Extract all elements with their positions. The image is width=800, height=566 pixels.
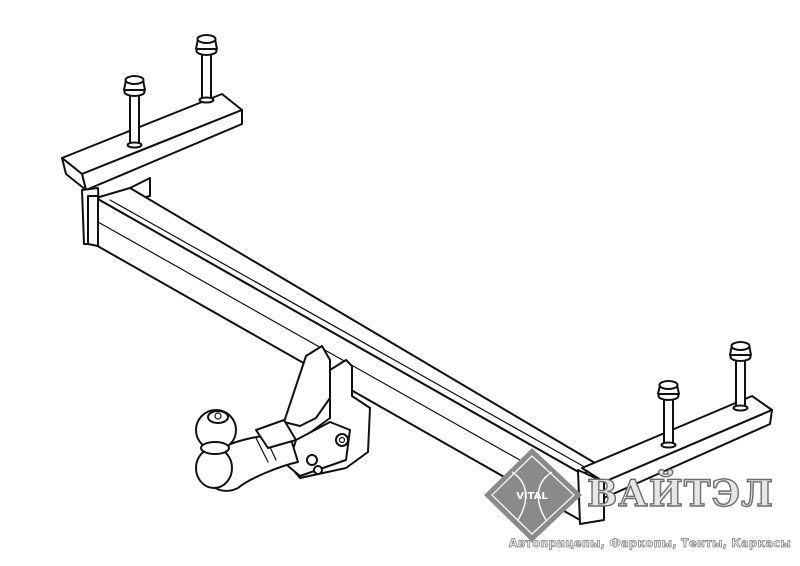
right-bolt-front — [729, 341, 752, 412]
right-bolt-rear — [657, 380, 680, 449]
left-bolt-rear — [123, 75, 146, 149]
brand-name: ВАЙТЭЛ — [586, 472, 775, 515]
hitch-mount-plate — [283, 345, 371, 479]
main-cross-beam — [87, 187, 601, 521]
tow-ball — [195, 409, 237, 489]
right-mounting-bracket — [577, 395, 773, 525]
diamond-emblem-icon: VITAL — [484, 448, 582, 542]
left-bolt-front — [195, 34, 218, 104]
brand-tagline: Автоприцепы, Фаркопы, Тенты, Каркасы — [508, 536, 791, 551]
emblem-text: VITAL — [516, 491, 548, 502]
